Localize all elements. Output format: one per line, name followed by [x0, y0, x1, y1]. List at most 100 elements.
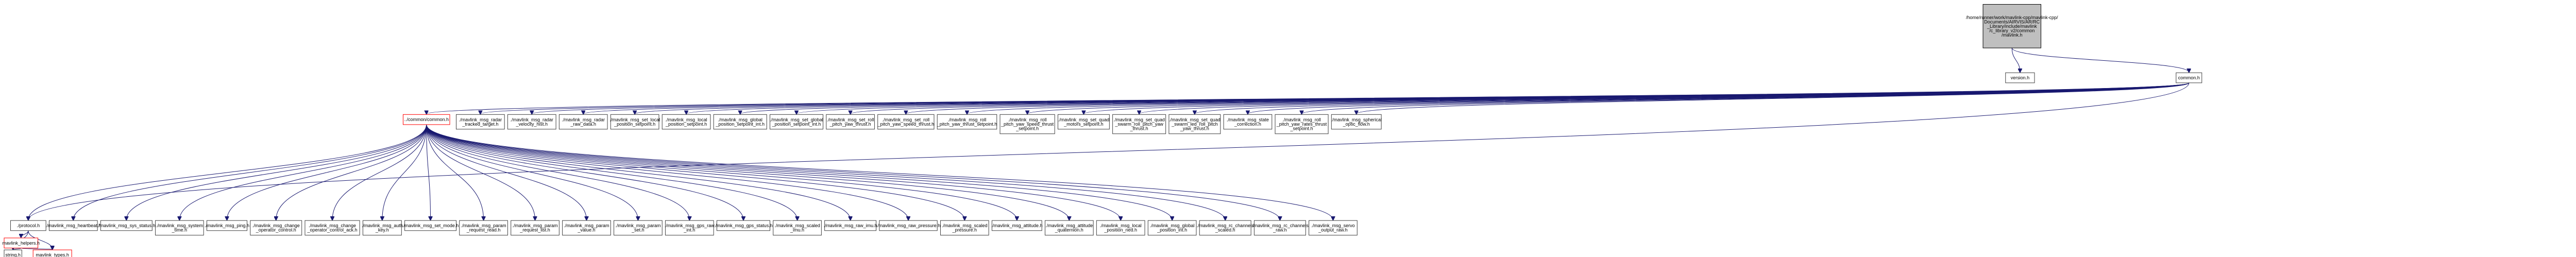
node-rc_raw[interactable]: ./mavlink_msg_rc_channels_raw.h [1251, 220, 1309, 236]
node-box [1982, 4, 2041, 48]
node-label-line: _velocity_hist.h [516, 122, 548, 127]
node-param_value[interactable]: ./mavlink_msg_param_value.h [562, 220, 611, 236]
edge-common-to-set_roll_thrust [851, 82, 2190, 114]
node-scaled_pressure[interactable]: ./mavlink_msg_scaled_pressure.h [940, 220, 989, 236]
node-system_time[interactable]: ./mavlink_msg_system_time.h [155, 220, 204, 236]
edge-ccommon-to-scaled_pressure [426, 124, 965, 220]
node-label-line: ./mavlink_msg_scaled [942, 223, 988, 228]
node-box [456, 114, 505, 130]
node-box [713, 114, 767, 130]
node-label-line: _Library/include/mavlink [1987, 24, 2037, 29]
node-raw_imu[interactable]: ./mavlink_msg_raw_imu.h [824, 220, 877, 231]
edge-ccommon-to-raw_pressure [426, 124, 908, 220]
node-box [1309, 220, 1358, 236]
node-label-line: ./mavlink_msg_raw_imu.h [824, 223, 877, 228]
edge-common-to-set_quad_motors [1083, 82, 2190, 114]
node-param_req_read[interactable]: ./mavlink_msg_param_request_read.h [459, 220, 508, 236]
node-string[interactable]: string.h [4, 249, 22, 257]
node-ping[interactable]: ./mavlink_msg_ping.h [205, 220, 249, 231]
node-label-line: ./mavlink_msg_local [1100, 223, 1142, 228]
node-box [250, 220, 302, 236]
edge-ccommon-to-protocol [28, 124, 427, 220]
node-box [48, 220, 98, 231]
node-label-line: ./mavlink_msg_roll [1282, 117, 1321, 123]
node-set_roll_speed[interactable]: ./mavlink_msg_set_roll_pitch_yaw_speed_t… [877, 114, 935, 130]
node-global_pos[interactable]: ./mavlink_msg_global_position_int.h [1147, 220, 1197, 236]
node-attitude_q[interactable]: ./mavlink_msg_attitude_quaternion.h [1044, 220, 1094, 236]
node-raw_pressure[interactable]: ./mavlink_msg_raw_pressure.h [876, 220, 941, 231]
edge-ccommon-to-change_op [276, 124, 427, 220]
node-sys_status[interactable]: ./mavlink_msg_sys_status.h [97, 220, 156, 231]
node-servo_out[interactable]: ./mavlink_msg_servo_output_raw.h [1309, 220, 1358, 236]
node-heartbeat[interactable]: ./mavlink_msg_heartbeat.h [45, 220, 101, 231]
node-roll_rate_thrust_sp[interactable]: ./mavlink_msg_roll_pitch_yaw_rates_thrus… [1275, 114, 1329, 134]
node-helpers[interactable]: mavlink_helpers.h [3, 237, 40, 249]
node-set_quad_swarm[interactable]: ./mavlink_msg_set_quad_swarm_roll_pitch_… [1112, 114, 1166, 134]
node-box [362, 220, 402, 236]
node-label-line: _yaw_thrust.h [1180, 126, 1209, 131]
node-radar_raw[interactable]: ./mavlink_msg_radar_raw_data.h [558, 114, 608, 130]
edge-common-to-set_local [635, 82, 2190, 114]
node-attitude[interactable]: ./mavlink_msg_attitude.h [991, 220, 1043, 231]
node-box [32, 249, 72, 257]
node-param_req_list[interactable]: ./mavlink_msg_param_request_list.h [511, 220, 560, 236]
node-auth_key[interactable]: ./mavlink_msg_auth_key.h [362, 220, 403, 236]
node-label-line: /c_library_v2/common [1989, 28, 2035, 33]
node-set_global_sp[interactable]: ./mavlink_msg_set_global_position_setpoi… [769, 114, 824, 130]
node-label-line: ./mavlink_msg_global [1150, 223, 1195, 228]
node-label-line: ./mavlink_msg_param [461, 223, 506, 228]
node-roll_speed_thrust_sp[interactable]: ./mavlink_msg_roll_pitch_yaw_speed_thrus… [999, 114, 1055, 134]
node-local_pos[interactable]: ./mavlink_msg_local_position_ned.h [1096, 220, 1145, 236]
edge-common-to-global_sp [740, 82, 2190, 114]
node-label-line: _optic_flow.h [1343, 122, 1370, 127]
graph-edges [13, 47, 2190, 249]
node-global_sp[interactable]: ./mavlink_msg_global_position_setpoint_i… [713, 114, 767, 130]
node-local_sp[interactable]: ./mavlink_msg_local_position_setpoint.h [662, 114, 711, 130]
node-set_roll_thrust[interactable]: ./mavlink_msg_set_roll_pitch_yaw_thrust.… [826, 114, 875, 130]
node-set_local[interactable]: ./mavlink_msg_set_local_position_setpoin… [609, 114, 660, 130]
node-param_set[interactable]: ./mavlink_msg_param_set.h [614, 220, 663, 236]
node-scaled_imu[interactable]: ./mavlink_msg_scaled_imu.h [773, 220, 822, 236]
node-radar_track[interactable]: ./mavlink_msg_radar_tracked_target.h [456, 114, 505, 130]
node-change_op[interactable]: ./mavlink_msg_change_operator_control.h [250, 220, 302, 236]
node-state_corr[interactable]: ./mavlink_msg_state_correction.h [1223, 114, 1273, 130]
node-label-line: ./mavlink_msg_attitude [1045, 223, 1093, 228]
node-roll_speed_sp[interactable]: ./mavlink_msg_roll_pitch_yaw_thrust_setp… [937, 114, 997, 130]
edge-ccommon-to-servo_out [426, 124, 1333, 220]
node-label-line: _position_int.h [1157, 228, 1187, 233]
node-set_quad_swarm_led[interactable]: ./mavlink_msg_set_quad_swarm_led_roll_pi… [1168, 114, 1221, 134]
node-box [662, 114, 711, 130]
node-version[interactable]: version.h [2005, 72, 2035, 83]
edge-ccommon-to-scaled_imu [426, 124, 798, 220]
node-box [4, 249, 22, 257]
node-label-line: _imu.h [790, 228, 804, 233]
node-label-line: ./mavlink_msg_set_local [609, 117, 660, 122]
node-box [991, 220, 1042, 231]
node-rc_scaled[interactable]: ./mavlink_msg_rc_channels_scaled.h [1197, 220, 1255, 236]
node-box [937, 114, 997, 130]
edge-ccommon-to-raw_imu [426, 124, 851, 220]
node-label-line: Documents/AIRVIS/AR/RC [1984, 19, 2040, 24]
edge-common-to-set_global_sp [796, 82, 2190, 114]
node-gps_status[interactable]: ./mavlink_msg_gps_status.h [714, 220, 773, 231]
edge-ccommon-to-param_set [426, 124, 638, 220]
node-ccommon[interactable]: ../common/common.h [402, 114, 450, 125]
node-label-line: ./mavlink_msg_radar [459, 117, 502, 122]
node-set_mode[interactable]: ./mavlink_msg_set_mode.h [402, 220, 459, 231]
node-protocol[interactable]: ./protocol.h [10, 220, 46, 231]
node-set_quad_motors[interactable]: ./mavlink_msg_set_quad_motors_setpoint.h [1057, 114, 1110, 130]
node-label-line: _value.h [577, 228, 595, 233]
node-spherical[interactable]: ./mavlink_msg_spherical_optic_flow.h [1331, 114, 1382, 130]
node-label-line: _quaternion.h [1055, 228, 1083, 233]
node-box [404, 220, 457, 231]
node-gps_raw[interactable]: ./mavlink_msg_gps_raw_int.h [665, 220, 715, 236]
node-types[interactable]: mavlink_types.h [32, 249, 72, 257]
node-label-line: _position_setpoint.h [614, 122, 655, 127]
node-box [940, 220, 989, 236]
node-label-line: ./mavlink_msg_rc_channels [1251, 223, 1309, 228]
node-label-line: ./mavlink_msg_local [666, 117, 707, 122]
node-change_op_ack[interactable]: ./mavlink_msg_change_operator_control_ac… [304, 220, 360, 236]
node-label-line: ./mavlink_msg_attitude.h [991, 223, 1043, 228]
node-common[interactable]: common.h [2176, 72, 2202, 83]
node-radar_vel[interactable]: ./mavlink_msg_radar_velocity_hist.h [507, 114, 556, 130]
